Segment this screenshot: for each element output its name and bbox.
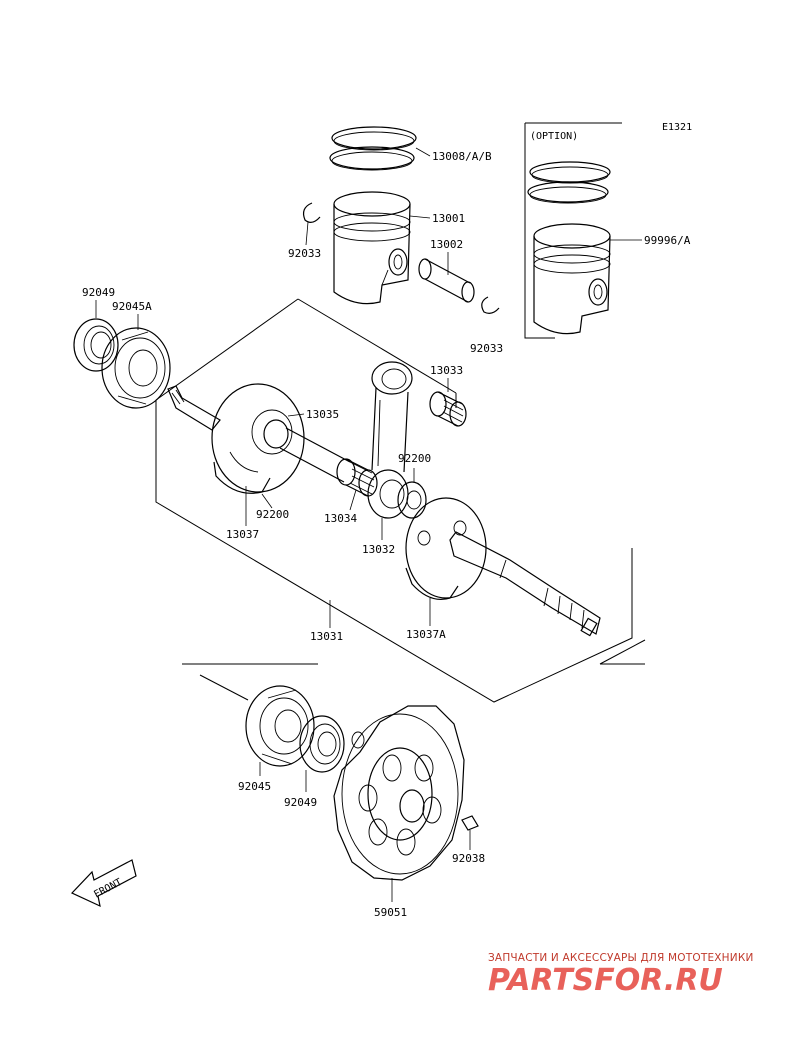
label-bearing-top: 92045A (112, 300, 152, 313)
circlip-right (481, 296, 500, 314)
option-label: (OPTION) (530, 131, 578, 142)
connecting-rod (367, 361, 413, 519)
circlip-left (302, 202, 321, 223)
watermark-brand: PARTSFOR.RU (488, 963, 723, 998)
key (461, 815, 479, 831)
oil-seal-top (73, 318, 119, 372)
piston-pin (418, 258, 475, 303)
option-piston (533, 223, 611, 335)
label-bearing-bottom: 92045 (238, 780, 271, 793)
label-crankshaft-assy: 13031 (310, 630, 343, 643)
bearing-top (101, 327, 171, 409)
label-washer-right: 92200 (398, 452, 431, 465)
label-piston: 13001 (432, 212, 465, 225)
label-piston-pin: 13002 (430, 238, 463, 251)
label-flywheel-right: 13037A (406, 628, 446, 641)
option-rings (527, 161, 611, 204)
label-needle-bearing-top: 13033 (430, 364, 463, 377)
label-crank-pin: 13035 (306, 408, 339, 421)
label-needle-bearing-big: 13034 (324, 512, 357, 525)
label-circlip-right: 92033 (470, 342, 503, 355)
bearing-bottom (245, 685, 315, 767)
option-frame (524, 122, 622, 339)
label-washer-left: 92200 (256, 508, 289, 521)
diagram-code: E1321 (662, 122, 692, 133)
watermark-subtitle: ЗАПЧАСТИ И АКСЕССУАРЫ ДЛЯ МОТОТЕХНИКИ (488, 952, 754, 964)
label-key: 92038 (452, 852, 485, 865)
label-flywheel-left: 13037 (226, 528, 259, 541)
gear (333, 705, 465, 881)
label-oil-seal-bottom: 92049 (284, 796, 317, 809)
needle-bearing-top (429, 391, 467, 427)
washer-right (397, 481, 427, 519)
front-label: FRONT (92, 877, 124, 901)
front-arrow-icon (70, 859, 137, 908)
label-connecting-rod: 13032 (362, 543, 395, 556)
needle-bearing-big (336, 458, 378, 497)
crankshaft-frame (155, 298, 646, 703)
label-circlip-left: 92033 (288, 247, 321, 260)
lower-assembly-lines (182, 663, 318, 701)
piston (333, 191, 411, 305)
label-option-piston: 99996/A (644, 234, 691, 247)
piston-rings (329, 126, 417, 171)
label-oil-seal-top: 92049 (82, 286, 115, 299)
label-piston-rings: 13008/A/B (432, 150, 492, 163)
oil-seal-bottom (299, 715, 345, 773)
flywheel-right (405, 497, 601, 637)
label-gear: 59051 (374, 906, 407, 919)
flywheel-left (167, 383, 351, 494)
